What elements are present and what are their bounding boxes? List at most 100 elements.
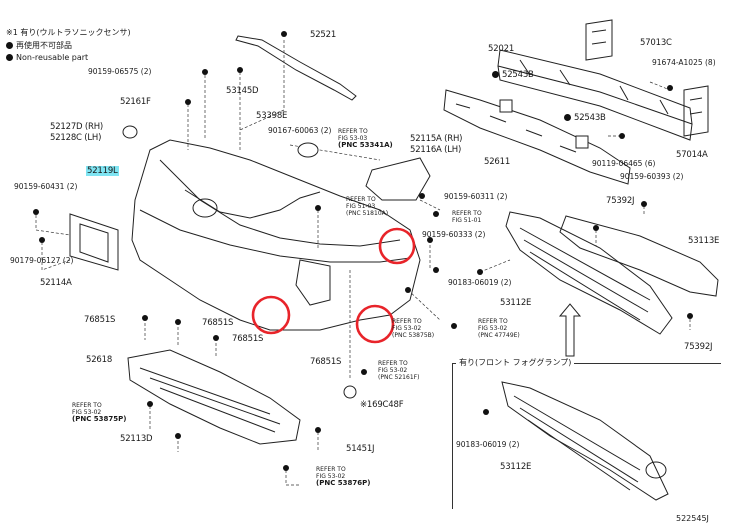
part-52128c[interactable]: 52128C (LH) — [50, 133, 102, 143]
lower-grille — [127, 349, 301, 445]
clip-13 — [283, 465, 289, 471]
red-circle-upper-right — [378, 227, 416, 265]
part-51451j[interactable]: 51451J — [346, 444, 375, 454]
part-52114a[interactable]: 52114A — [40, 278, 72, 288]
clip-25 — [477, 269, 483, 275]
part-52113d[interactable]: 52113D — [120, 434, 153, 444]
bumper-side-bracket — [365, 157, 431, 201]
part-57014a[interactable]: 57014A — [676, 150, 708, 160]
clip-12 — [315, 427, 321, 433]
part-90159-e[interactable]: 90159-60311 (2) — [444, 192, 508, 201]
part-90183-b[interactable]: 90183-06019 (2) — [456, 440, 520, 449]
engine-under-cover — [559, 215, 719, 297]
part-90159-b[interactable]: 90159-60431 (2) — [14, 182, 78, 191]
sensor-cover — [297, 142, 319, 158]
non-reusable-dot-icon — [6, 42, 13, 49]
part-91674[interactable]: 91674-A1025 (8) — [652, 58, 716, 67]
note-ultrasonic: ※1 有り(ウルトラソニックセンサ) — [6, 28, 131, 37]
part-53398e[interactable]: 53398E — [256, 111, 288, 121]
part-52021[interactable]: 52021 — [488, 44, 515, 54]
reinforcement-bracket-upper — [585, 19, 613, 61]
clip-18 — [451, 323, 457, 329]
part-52115a[interactable]: 52115A (RH) — [410, 134, 463, 144]
part-57013c[interactable]: 57013C — [640, 38, 672, 48]
reinforcement-bracket-lower — [683, 85, 709, 137]
fog-lamp-variant-box — [452, 363, 721, 509]
clip-23 — [619, 133, 625, 139]
part-52116a[interactable]: 52116A (LH) — [410, 145, 462, 155]
part-76851s-a[interactable]: 76851S — [84, 315, 116, 325]
part-75392j-b[interactable]: 75392J — [684, 342, 713, 352]
red-circle-left — [251, 295, 291, 335]
clip-16 — [433, 267, 439, 273]
part-90119-c[interactable]: 90119-06465 (6) — [592, 159, 656, 168]
part-76851s-b[interactable]: 76851S — [202, 318, 234, 328]
part-52119l[interactable]: 52119L — [86, 166, 119, 176]
part-52127d[interactable]: 52127D (RH) — [50, 122, 104, 132]
part-53112e-b[interactable]: 53112E — [500, 462, 532, 472]
clip-8 — [175, 319, 181, 325]
lower-grille-insert — [505, 211, 673, 335]
part-76851s-c[interactable]: 76851S — [232, 334, 264, 344]
part-53112e-a[interactable]: 53112E — [500, 298, 532, 308]
clip-10 — [147, 401, 153, 407]
part-52618[interactable]: 52618 — [86, 355, 113, 365]
clip-21 — [593, 225, 599, 231]
part-52521[interactable]: 52521 — [310, 30, 337, 40]
clip-15 — [427, 237, 433, 243]
note-reuse-jp: 再使用不可部品 — [6, 40, 72, 51]
clip-7 — [142, 315, 148, 321]
part-52543b-a[interactable]: 52543B — [492, 70, 534, 80]
part-90159-f[interactable]: 90159-60333 (2) — [422, 230, 486, 239]
clip-19 — [361, 369, 367, 375]
clip-17 — [405, 287, 411, 293]
clip-28 — [433, 211, 439, 217]
clip-20 — [641, 201, 647, 207]
part-53145d[interactable]: 53145D — [226, 86, 259, 96]
part-52543b-b[interactable]: 52543B — [564, 113, 606, 123]
non-reusable-block-1 — [499, 99, 513, 113]
non-reusable-dot-icon — [564, 114, 571, 121]
non-reusable-dot-icon — [6, 54, 13, 61]
sensor-retainer — [343, 385, 357, 399]
clip-1 — [281, 31, 287, 37]
figure-id: 522545J — [676, 514, 709, 523]
clip-3 — [237, 67, 243, 73]
energy-absorber — [443, 89, 631, 185]
part-52161f[interactable]: 52161F — [120, 97, 151, 107]
clip-5 — [33, 209, 39, 215]
part-53113e[interactable]: 53113E — [688, 236, 720, 246]
part-90119[interactable]: 90159-06575 (2) — [88, 67, 152, 76]
clip-27 — [419, 193, 425, 199]
upper-grille-strip — [235, 35, 357, 101]
part-90183-a[interactable]: 90183-06019 (2) — [448, 278, 512, 287]
clip-22 — [687, 313, 693, 319]
part-75392j[interactable]: 75392J — [606, 196, 635, 206]
part-169c48f[interactable]: ※169C48F — [360, 400, 404, 410]
direction-arrow — [558, 303, 582, 357]
part-90179[interactable]: 90179-06127 (2) — [10, 256, 74, 265]
part-90159-d[interactable]: 90159-60393 (2) — [620, 172, 684, 181]
bracket-cap — [122, 125, 138, 139]
clip-14 — [315, 205, 321, 211]
note-reuse-en: Non-reusable part — [6, 52, 88, 63]
non-reusable-block-2 — [575, 135, 589, 149]
fog-lamp-variant-label: 有り(フロント フォググランプ) — [456, 357, 575, 368]
clip-26 — [483, 409, 489, 415]
part-76851s-d[interactable]: 76851S — [310, 357, 342, 367]
red-circle-lower-right — [355, 304, 395, 344]
clip-4 — [185, 99, 191, 105]
part-90167-a[interactable]: 90167-60063 (2) — [268, 126, 332, 135]
part-52611[interactable]: 52611 — [484, 157, 511, 167]
clip-11 — [175, 433, 181, 439]
clip-9 — [213, 335, 219, 341]
